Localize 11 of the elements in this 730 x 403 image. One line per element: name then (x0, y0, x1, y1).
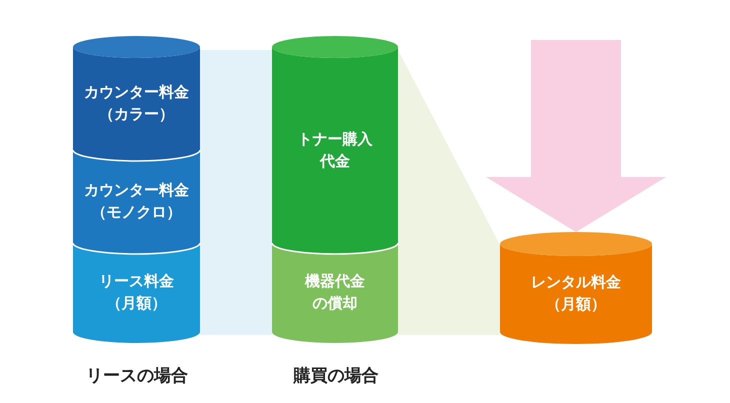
segment-label: トナー購入代金 (296, 128, 374, 172)
segment-label: 機器代金の償却 (304, 271, 366, 314)
comparison-band (398, 50, 500, 335)
segment-label: リース料金（月額） (98, 271, 175, 314)
segment-label: カウンター料金（カラー） (83, 82, 190, 125)
comparison-band (200, 50, 272, 335)
caption-label: 購買の場合 (294, 365, 378, 387)
segment-label: カウンター料金（モノクロ） (83, 180, 190, 223)
segment-label: レンタル料金（月額） (530, 272, 622, 315)
arrow (486, 40, 666, 232)
caption-label: リースの場合 (86, 365, 188, 387)
